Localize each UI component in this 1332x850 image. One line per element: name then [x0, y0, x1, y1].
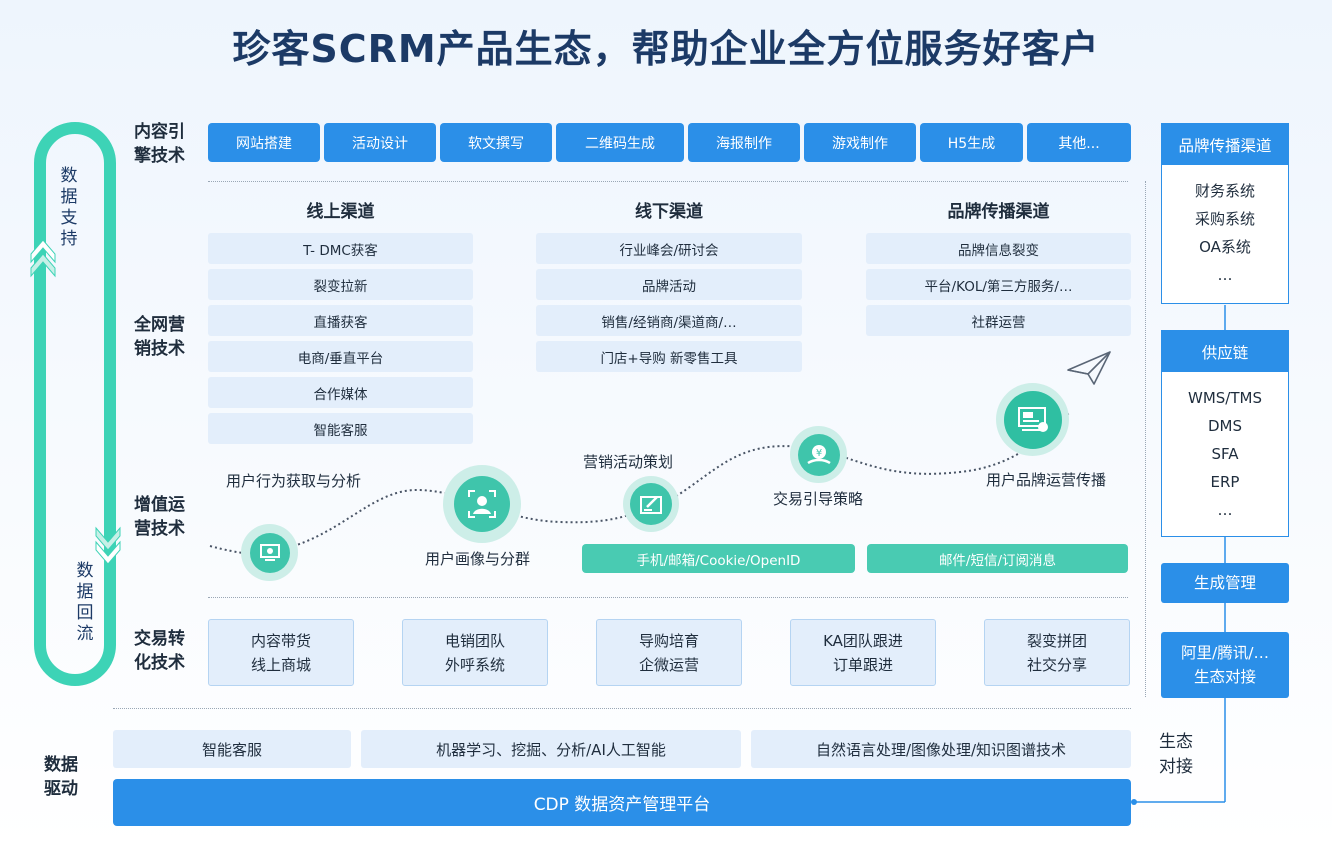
- column-title-brand: 品牌传播渠道: [947, 202, 1050, 222]
- online-item: 直播获客: [208, 305, 473, 336]
- trade-box: 内容带货线上商城: [208, 619, 354, 686]
- row-label-marketing: 全网营销技术: [134, 315, 185, 359]
- panel-item: OA系统: [1199, 238, 1251, 256]
- supply-chain-panel: 供应链 WMS/TMS DMS SFA ERP …: [1161, 330, 1289, 537]
- brand-item: 平台/KOL/第三方服务/…: [866, 269, 1131, 300]
- row-label-value-added: 增值运营技术: [134, 495, 185, 539]
- offline-item: 品牌活动: [536, 269, 802, 300]
- analytics-icon: [241, 524, 298, 581]
- stage-label: 交易引导策略: [773, 490, 864, 508]
- panel-title: 品牌传播渠道: [1162, 124, 1288, 165]
- cdp-platform-bar: CDP 数据资产管理平台: [113, 779, 1131, 826]
- ecosystem-connector: [1131, 305, 1226, 805]
- stage-label: 用户画像与分群: [425, 550, 531, 568]
- panel-item: 财务系统: [1194, 182, 1255, 200]
- brand-item: 社群运营: [866, 305, 1131, 336]
- brand-broadcast-icon: [996, 383, 1069, 456]
- row-label-trade: 交易转化技术: [134, 629, 185, 673]
- online-item: 电商/垂直平台: [208, 341, 473, 372]
- stage-label: 用户品牌运营传播: [986, 471, 1107, 489]
- messaging-bar: 邮件/短信/订阅消息: [867, 544, 1128, 573]
- online-item: 合作媒体: [208, 377, 473, 408]
- content-item-poster[interactable]: 海报制作: [688, 123, 800, 162]
- panel-item: ERP: [1210, 473, 1240, 491]
- svg-text:¥: ¥: [815, 448, 821, 459]
- ecosystem-label: 生态对接: [1159, 732, 1193, 777]
- panel-item: DMS: [1207, 417, 1242, 435]
- content-item-website[interactable]: 网站搭建: [208, 123, 320, 162]
- ecosystem-partners-box: 阿里/腾讯/…生态对接: [1161, 632, 1289, 698]
- offline-item: 销售/经销商/渠道商/…: [536, 305, 802, 336]
- online-item: T- DMC获客: [208, 233, 473, 264]
- campaign-plan-icon: [623, 476, 679, 532]
- drive-item: 智能客服: [113, 730, 351, 768]
- content-item-activity[interactable]: 活动设计: [324, 123, 436, 162]
- trade-box: 裂变拼团社交分享: [984, 619, 1130, 686]
- divider: [1145, 181, 1146, 697]
- loop-top-label: 数据支持: [60, 166, 78, 249]
- content-item-qrcode[interactable]: 二维码生成: [556, 123, 684, 162]
- panel-item: SFA: [1211, 445, 1239, 463]
- content-item-other[interactable]: 其他...: [1027, 123, 1131, 162]
- stage-label: 用户行为获取与分析: [226, 472, 362, 490]
- row-label-data-drive: 数据驱动: [44, 755, 78, 799]
- identifier-bar: 手机/邮箱/Cookie/OpenID: [582, 544, 855, 573]
- column-title-offline: 线下渠道: [635, 202, 703, 222]
- content-item-h5[interactable]: H5生成: [920, 123, 1023, 162]
- online-item: 智能客服: [208, 413, 473, 444]
- offline-item: 行业峰会/研讨会: [536, 233, 802, 264]
- content-item-game[interactable]: 游戏制作: [804, 123, 916, 162]
- panel-item: WMS/TMS: [1188, 389, 1262, 407]
- row-label-content-engine: 内容引擎技术: [134, 122, 185, 166]
- divider: [208, 597, 1128, 598]
- panel-item: 采购系统: [1194, 210, 1255, 228]
- loop-bottom-label: 数据回流: [76, 561, 94, 644]
- trade-box: KA团队跟进订单跟进: [790, 619, 936, 686]
- panel-item: …: [1217, 266, 1233, 284]
- content-item-article[interactable]: 软文撰写: [440, 123, 552, 162]
- divider: [208, 181, 1128, 182]
- payment-icon: ¥: [790, 426, 847, 483]
- generation-management-box: 生成管理: [1161, 563, 1289, 603]
- trade-box: 电销团队外呼系统: [402, 619, 548, 686]
- drive-item: 机器学习、挖掘、分析/AI人工智能: [361, 730, 741, 768]
- data-loop-graphic: [30, 122, 121, 686]
- page-title: 珍客SCRM产品生态，帮助企业全方位服务好客户: [232, 27, 1100, 71]
- offline-item: 门店+导购 新零售工具: [536, 341, 802, 372]
- stage-label: 营销活动策划: [583, 453, 674, 471]
- panel-item: …: [1217, 501, 1233, 519]
- online-item: 裂变拉新: [208, 269, 473, 300]
- panel-title: 供应链: [1162, 331, 1288, 372]
- trade-box: 导购培育企微运营: [596, 619, 742, 686]
- user-profile-icon: [443, 465, 521, 543]
- divider: [113, 708, 1131, 709]
- column-title-online: 线上渠道: [306, 202, 375, 222]
- drive-item: 自然语言处理/图像处理/知识图谱技术: [751, 730, 1131, 768]
- brand-channel-panel: 品牌传播渠道 财务系统 采购系统 OA系统 …: [1161, 123, 1289, 304]
- brand-item: 品牌信息裂变: [866, 233, 1131, 264]
